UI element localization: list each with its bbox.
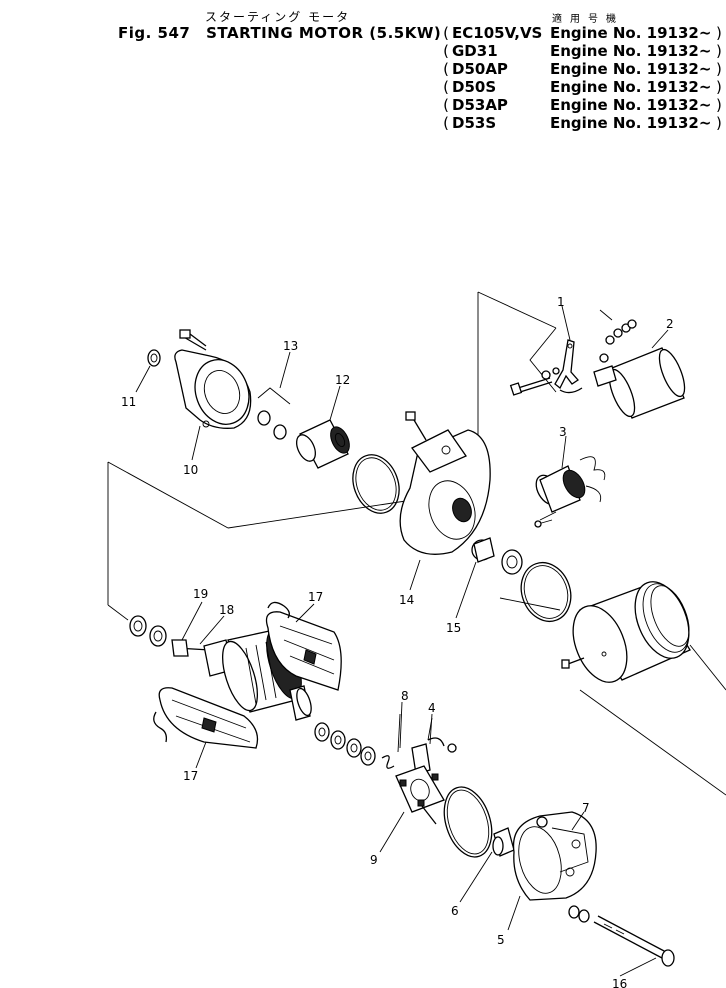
callout-7: 7	[582, 801, 590, 815]
lever-bolt	[509, 367, 560, 396]
engine-serial: Engine No. 19132~	[550, 78, 712, 96]
model-name: GD31	[452, 42, 498, 60]
brush-holder-upper-part	[265, 601, 342, 691]
spring-8-part	[381, 713, 401, 769]
figure-title: STARTING MOTOR (5.5KW)	[206, 24, 442, 42]
callout-16: 16	[612, 977, 627, 988]
brush-holder-9-part	[395, 765, 445, 825]
callout-18: 18	[219, 603, 234, 617]
terminal-4-part	[411, 717, 457, 775]
engine-serial: Engine No. 19132~	[550, 42, 712, 60]
callout-6: 6	[451, 904, 459, 918]
callout-2: 2	[666, 317, 674, 331]
washers-rear	[568, 905, 590, 923]
bushings-13-part	[257, 387, 291, 440]
callout-15: 15	[446, 621, 461, 635]
model-name: D50S	[452, 78, 497, 96]
callout-17-upper: 17	[308, 590, 323, 604]
drive-housing-part	[174, 329, 252, 429]
callout-13: 13	[283, 339, 298, 353]
engine-serial: Engine No. 19132~	[550, 24, 712, 42]
bushing-6-part	[492, 827, 515, 857]
magnetic-switch-part	[593, 309, 686, 419]
o-ring-upper	[352, 454, 400, 514]
shift-lever-part	[529, 327, 583, 394]
callout-17-lower: 17	[183, 769, 198, 783]
callout-4: 4	[428, 701, 436, 715]
engine-serial: Engine No. 19132~	[550, 114, 712, 132]
pinion-clutch-part	[295, 419, 350, 469]
center-housing-part	[399, 411, 491, 555]
callout-3: 3	[559, 425, 567, 439]
callout-8: 8	[401, 689, 409, 703]
bushing-11-part	[147, 349, 161, 367]
callout-14: 14	[399, 593, 414, 607]
through-bolt-16-part	[593, 915, 675, 967]
model-name: EC105V,VS	[452, 24, 543, 42]
callout-19: 19	[193, 587, 208, 601]
yoke-part	[561, 581, 691, 683]
figure-number: Fig. 547	[118, 24, 191, 42]
callout-10: 10	[183, 463, 198, 477]
brush-holder-lower-part	[153, 687, 259, 749]
o-ring-lower	[443, 786, 493, 858]
applicability-header: 適用号機	[552, 14, 624, 25]
washers-lower	[314, 722, 376, 766]
callout-11: 11	[121, 395, 136, 409]
leader-lines	[135, 305, 669, 977]
figure-heading: Fig. 547 STARTING MOTOR (5.5KW)	[118, 24, 441, 42]
o-ring-yoke	[520, 561, 572, 623]
engine-serial: Engine No. 19132~	[550, 60, 712, 78]
field-coil-part	[534, 456, 606, 528]
japanese-title: スターティング モータ	[205, 10, 351, 24]
callout-5: 5	[497, 933, 505, 947]
engine-serial: Engine No. 19132~	[550, 96, 712, 114]
callout-9: 9	[370, 853, 378, 867]
washers-19-part	[129, 615, 167, 647]
bushing-15-part	[471, 537, 523, 575]
rear-housing-part	[512, 811, 597, 901]
model-name: D53S	[452, 114, 497, 132]
callout-12: 12	[335, 373, 350, 387]
callout-1: 1	[557, 295, 565, 309]
model-name: D53AP	[452, 96, 508, 114]
model-name: D50AP	[452, 60, 508, 78]
